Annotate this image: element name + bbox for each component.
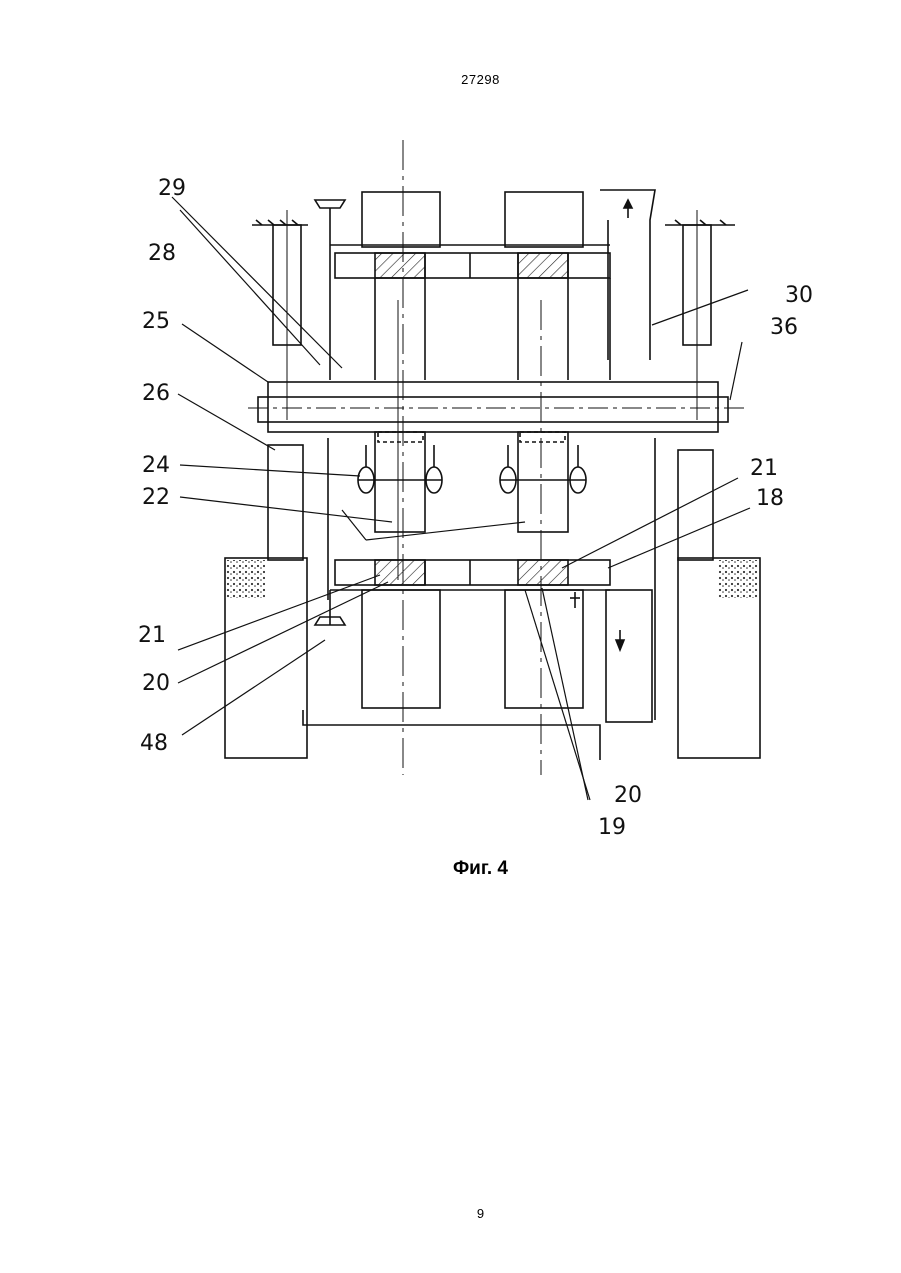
callout-21-right: 21 [750, 456, 778, 481]
callout-22: 22 [142, 485, 170, 510]
callout-18: 18 [756, 486, 784, 511]
drawing-lines [172, 140, 760, 800]
figure-caption: Фиг. 4 [0, 858, 901, 880]
callout-26: 26 [142, 381, 170, 406]
callout-21-left: 21 [138, 623, 166, 648]
callout-28: 28 [148, 241, 176, 266]
callout-36: 36 [770, 315, 798, 340]
callout-25: 25 [142, 309, 170, 334]
callout-20-bottom: 20 [614, 783, 642, 808]
callout-48: 48 [140, 731, 168, 756]
page-number: 9 [0, 1206, 901, 1221]
technical-drawing-fig4: 29 28 25 26 24 22 21 20 48 30 36 21 18 2… [130, 120, 830, 840]
drawing-canvas: 29 28 25 26 24 22 21 20 48 30 36 21 18 2… [130, 120, 830, 840]
callout-20-left: 20 [142, 671, 170, 696]
callout-30: 30 [785, 283, 813, 308]
document-number: 27298 [0, 72, 901, 87]
callout-29: 29 [158, 176, 186, 201]
callout-19: 19 [598, 815, 626, 840]
callout-24: 24 [142, 453, 170, 478]
